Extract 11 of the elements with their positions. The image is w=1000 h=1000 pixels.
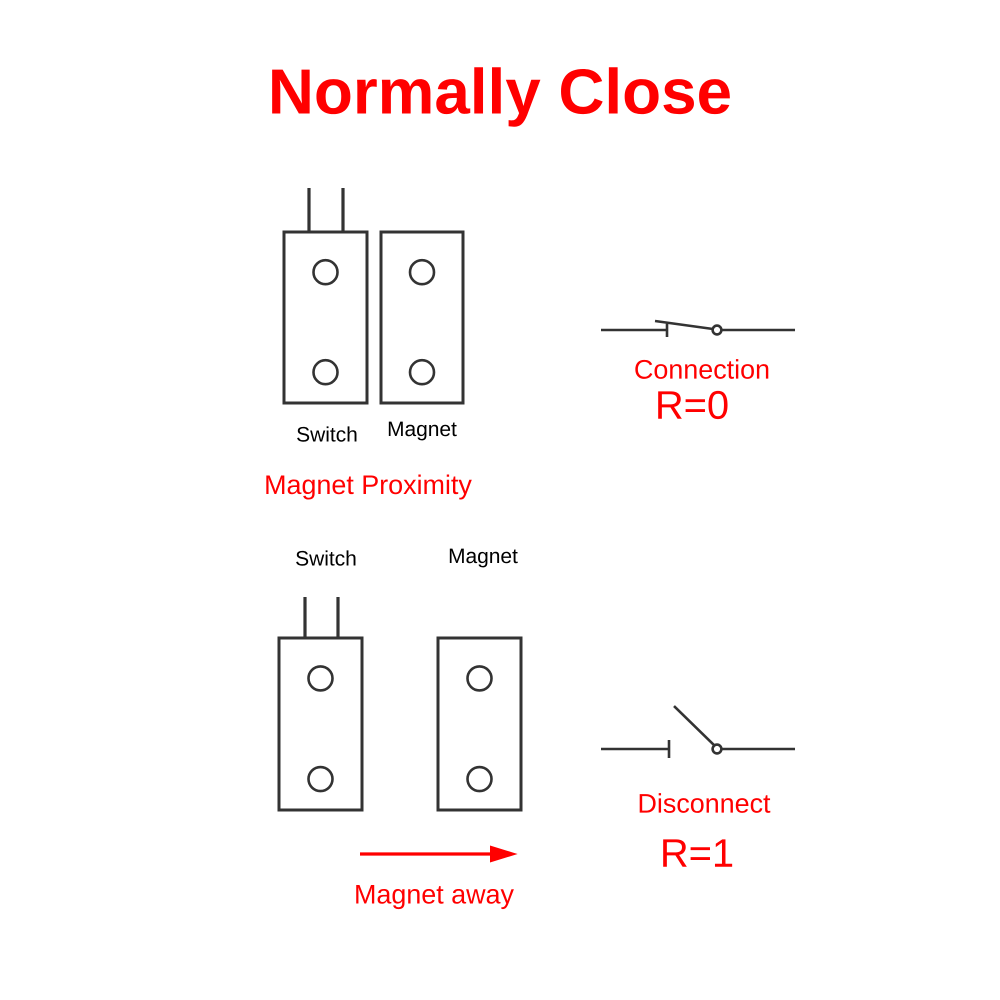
part-label: Switch — [296, 550, 356, 566]
state-caption: Disconnect — [640, 793, 770, 813]
resistance-label: R=1 — [663, 839, 732, 867]
state-caption: Connection — [635, 359, 768, 379]
caption: Magnet Proximity — [266, 474, 472, 500]
part-label: Switch — [297, 426, 356, 442]
title: Normally Close — [272, 67, 730, 127]
part-label: Magnet — [388, 422, 457, 440]
resistance-label: R=0 — [658, 390, 728, 420]
caption: Magnet away — [356, 884, 514, 910]
part-label: Magnet — [450, 548, 518, 568]
